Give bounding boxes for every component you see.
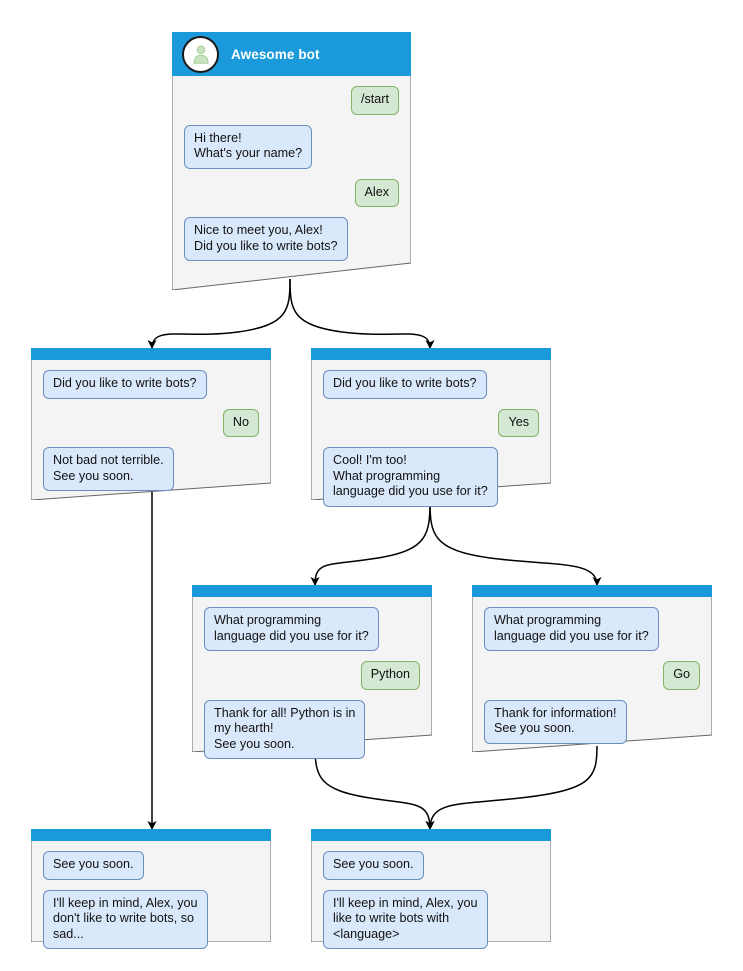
bot-title: Awesome bot xyxy=(231,46,320,62)
chat-node-no-branch[interactable]: Did you like to write bots? No Not bad n… xyxy=(31,348,271,500)
chat-node-end-yes[interactable]: See you soon. I'll keep in mind, Alex, y… xyxy=(311,829,551,949)
user-message-bubble: Go xyxy=(663,661,700,690)
chat-body-root: /start Hi there! What's your name? Alex … xyxy=(172,76,411,269)
message-row: Yes xyxy=(323,408,539,437)
message-row: No xyxy=(43,408,259,437)
message-row: See you soon. xyxy=(323,851,539,880)
message-row: /start xyxy=(184,86,399,115)
chat-body-go-branch: What programming language did you use fo… xyxy=(472,597,712,752)
bot-message-bubble: See you soon. xyxy=(43,851,144,880)
chat-body-yes-branch: Did you like to write bots? Yes Cool! I'… xyxy=(311,360,551,515)
chat-header-no-branch xyxy=(31,348,271,360)
chat-header-python-branch xyxy=(192,585,432,597)
chat-header-go-branch xyxy=(472,585,712,597)
chat-node-yes-branch[interactable]: Did you like to write bots? Yes Cool! I'… xyxy=(311,348,551,507)
bot-message-bubble: I'll keep in mind, Alex, you don't like … xyxy=(43,889,208,949)
chat-node-root[interactable]: Awesome bot /start Hi there! What's your… xyxy=(172,32,411,290)
bot-message-bubble: Thank for all! Python is in my hearth! S… xyxy=(204,699,366,759)
bot-message-bubble: Did you like to write bots? xyxy=(43,370,207,399)
bot-message-bubble: I'll keep in mind, Alex, you like to wri… xyxy=(323,889,488,949)
message-row: Cool! I'm too! What programming language… xyxy=(323,447,539,507)
chat-body-end-yes: See you soon. I'll keep in mind, Alex, y… xyxy=(311,841,551,957)
chat-node-end-no[interactable]: See you soon. I'll keep in mind, Alex, y… xyxy=(31,829,271,949)
bot-message-bubble: Hi there! What's your name? xyxy=(184,124,313,169)
message-row: What programming language did you use fo… xyxy=(204,607,420,651)
user-message-bubble: Python xyxy=(360,661,420,690)
message-row: What programming language did you use fo… xyxy=(484,607,700,651)
message-row: See you soon. xyxy=(43,851,259,880)
chat-header-end-no xyxy=(31,829,271,841)
chat-body-python-branch: What programming language did you use fo… xyxy=(192,597,432,767)
chat-node-python-branch[interactable]: What programming language did you use fo… xyxy=(192,585,432,759)
bot-message-bubble: Cool! I'm too! What programming language… xyxy=(323,447,498,507)
message-row: Python xyxy=(204,661,420,690)
bot-message-bubble: Nice to meet you, Alex! Did you like to … xyxy=(184,217,348,261)
bot-message-bubble: Not bad not terrible. See you soon. xyxy=(43,447,174,491)
message-row: I'll keep in mind, Alex, you like to wri… xyxy=(323,889,539,949)
user-message-bubble: No xyxy=(222,408,259,437)
edge-go-to-end-yes xyxy=(425,745,598,831)
chat-body-no-branch: Did you like to write bots? No Not bad n… xyxy=(31,360,271,499)
bot-message-bubble: See you soon. xyxy=(323,851,424,880)
message-row: Did you like to write bots? xyxy=(323,370,539,399)
person-avatar-icon xyxy=(182,35,219,73)
message-row: I'll keep in mind, Alex, you don't like … xyxy=(43,889,259,949)
bot-message-bubble: What programming language did you use fo… xyxy=(204,607,379,651)
message-row: Go xyxy=(484,661,700,690)
message-row: Alex xyxy=(184,178,399,207)
chat-header-yes-branch xyxy=(311,348,551,360)
message-row: Did you like to write bots? xyxy=(43,370,259,399)
message-row: Hi there! What's your name? xyxy=(184,124,399,169)
chat-node-go-branch[interactable]: What programming language did you use fo… xyxy=(472,585,712,752)
message-row: Not bad not terrible. See you soon. xyxy=(43,447,259,491)
message-row: Nice to meet you, Alex! Did you like to … xyxy=(184,217,399,261)
user-message-bubble: Yes xyxy=(498,408,539,437)
chat-header-end-yes xyxy=(311,829,551,841)
user-message-bubble: /start xyxy=(351,86,399,115)
message-row: Thank for information! See you soon. xyxy=(484,699,700,744)
chat-body-end-no: See you soon. I'll keep in mind, Alex, y… xyxy=(31,841,271,957)
chat-header-root: Awesome bot xyxy=(172,32,411,76)
bot-message-bubble: Did you like to write bots? xyxy=(323,370,487,399)
bot-message-bubble: What programming language did you use fo… xyxy=(484,607,659,651)
bot-message-bubble: Thank for information! See you soon. xyxy=(484,699,627,744)
message-row: Thank for all! Python is in my hearth! S… xyxy=(204,699,420,759)
user-message-bubble: Alex xyxy=(354,178,399,207)
